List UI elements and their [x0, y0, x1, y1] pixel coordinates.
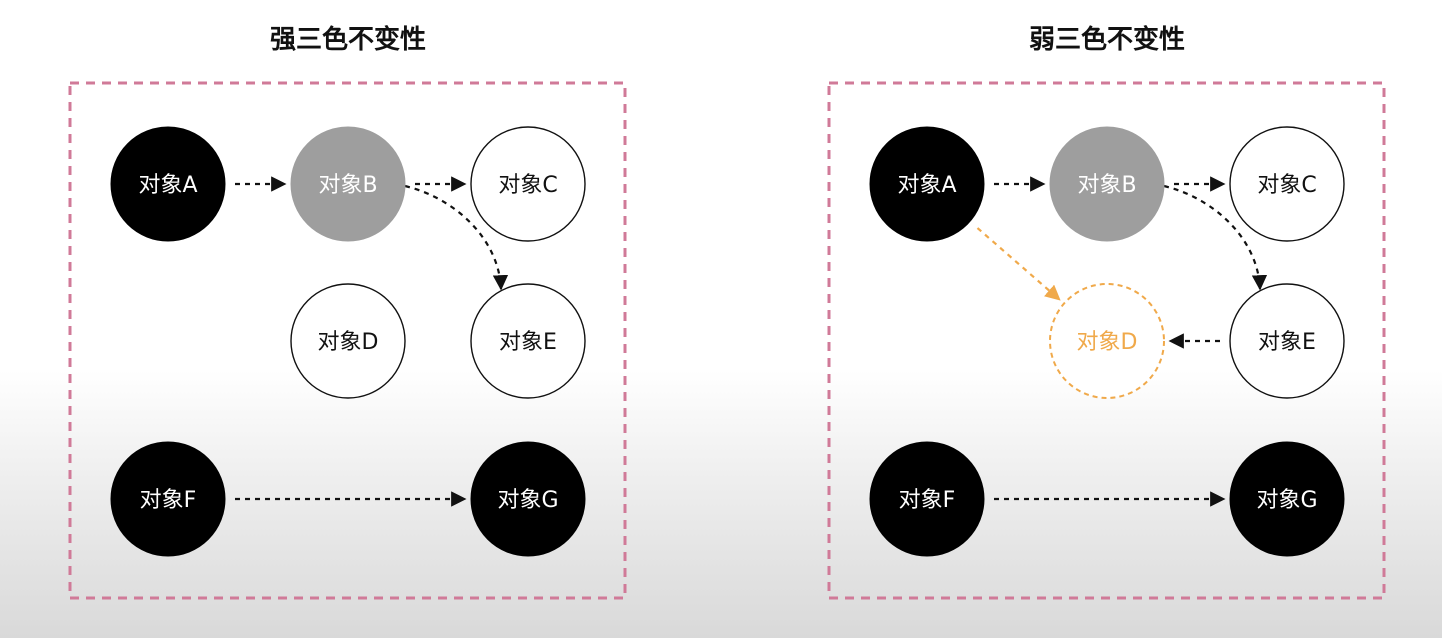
- node-D: 对象D: [290, 283, 406, 399]
- panel-frame: [827, 81, 1386, 600]
- node-G: 对象G: [1229, 441, 1345, 557]
- node-circle: [1049, 126, 1165, 242]
- node-label: 对象A: [138, 173, 197, 198]
- node-circle: [1229, 126, 1345, 242]
- node-circle: [1229, 283, 1345, 399]
- edge-B-to-E: [1163, 184, 1268, 291]
- node-label: 对象D: [1077, 330, 1138, 355]
- node-E: 对象E: [470, 283, 586, 399]
- node-circle: [1229, 441, 1345, 557]
- node-label: 对象C: [498, 173, 557, 198]
- node-label: 对象F: [140, 488, 197, 513]
- node-A: 对象A: [110, 126, 226, 242]
- edge-layer: [976, 176, 1268, 507]
- node-label: 对象C: [1257, 173, 1316, 198]
- node-circle: [290, 126, 406, 242]
- node-label: 对象G: [1256, 488, 1317, 513]
- node-F: 对象F: [869, 441, 985, 557]
- node-label: 对象B: [318, 173, 377, 198]
- node-label: 对象F: [899, 488, 956, 513]
- edge-B-to-E: [404, 184, 509, 291]
- edge-layer: [235, 176, 509, 507]
- node-layer: 对象A 对象B 对象C 对象D 对象E 对象F 对象G: [110, 126, 586, 557]
- node-label: 对象A: [897, 173, 956, 198]
- node-C: 对象C: [470, 126, 586, 242]
- panel-strong: 强三色不变性 对象A 对象B 对象C 对象D 对象E 对象F 对象G: [68, 24, 627, 600]
- node-circle: [869, 126, 985, 242]
- node-B: 对象B: [290, 126, 406, 242]
- panel-frame: [68, 81, 627, 600]
- node-label: 对象G: [497, 488, 558, 513]
- node-circle: [470, 441, 586, 557]
- node-A: 对象A: [869, 126, 985, 242]
- node-circle: [470, 126, 586, 242]
- node-label: 对象E: [499, 330, 557, 355]
- edge-A-to-D: [976, 227, 1061, 301]
- node-label: 对象D: [318, 330, 379, 355]
- panel-title: 强三色不变性: [270, 24, 426, 55]
- node-circle: [110, 126, 226, 242]
- node-G: 对象G: [470, 441, 586, 557]
- node-E: 对象E: [1229, 283, 1345, 399]
- node-circle: [290, 283, 406, 399]
- node-circle: [869, 441, 985, 557]
- node-C: 对象C: [1229, 126, 1345, 242]
- node-F: 对象F: [110, 441, 226, 557]
- node-layer: 对象A 对象B 对象C 对象D 对象E 对象F 对象G: [869, 126, 1345, 557]
- node-circle: [1049, 283, 1165, 399]
- panel-weak: 弱三色不变性 对象A 对象B 对象C 对象D 对象E 对象F 对象G: [827, 24, 1386, 600]
- node-circle: [110, 441, 226, 557]
- node-label: 对象E: [1258, 330, 1316, 355]
- node-label: 对象B: [1077, 173, 1136, 198]
- panel-title: 弱三色不变性: [1029, 24, 1185, 55]
- node-circle: [470, 283, 586, 399]
- node-D: 对象D: [1049, 283, 1165, 399]
- node-B: 对象B: [1049, 126, 1165, 242]
